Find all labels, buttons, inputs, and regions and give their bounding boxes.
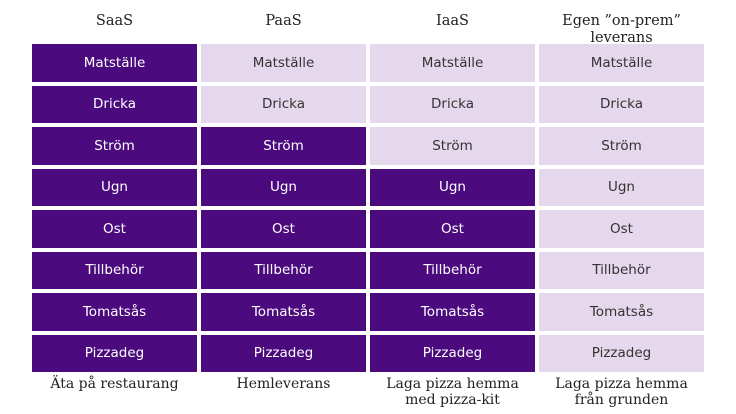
grid-cell: Matställe (539, 44, 704, 82)
grid-cell: Ost (32, 210, 197, 248)
grid-cell: Tillbehör (201, 251, 366, 289)
column-header-iaas: IaaS (436, 13, 469, 29)
grid-cell: Dricka (539, 85, 704, 123)
grid-cell: Tomatsås (32, 293, 197, 331)
grid-cell: Ugn (32, 168, 197, 206)
grid-cell: Ugn (539, 168, 704, 206)
footer-line: Hemleverans (236, 376, 331, 392)
footer-line: Laga pizza hemma (555, 376, 688, 392)
column-footer-on-prem: Laga pizza hemma från grunden (539, 376, 704, 412)
column-footers: Äta på restaurang Hemleverans Laga pizza… (32, 376, 704, 412)
footer-line: med pizza-kit (405, 392, 500, 408)
grid-cell: Tillbehör (370, 251, 535, 289)
grid-cell: Ström (32, 127, 197, 165)
grid-cell: Ström (201, 127, 366, 165)
column-footer-saas: Äta på restaurang (32, 376, 197, 412)
column-footer-iaas: Laga pizza hemma med pizza-kit (370, 376, 535, 412)
grid-cell: Pizzadeg (201, 334, 366, 372)
grid-cell: Dricka (370, 85, 535, 123)
pizza-as-a-service-diagram: SaaS PaaS IaaS Egen ”on-prem” leverans M… (32, 0, 704, 414)
footer-line: Äta på restaurang (50, 376, 179, 392)
grid-cell: Dricka (32, 85, 197, 123)
grid-cell: Tillbehör (32, 251, 197, 289)
grid-cell: Ost (201, 210, 366, 248)
column-header-paas: PaaS (265, 13, 302, 29)
grid-cell: Ström (370, 127, 535, 165)
grid-cell: Pizzadeg (32, 334, 197, 372)
grid-cell: Pizzadeg (539, 334, 704, 372)
grid-cell: Ost (370, 210, 535, 248)
grid-cell: Matställe (201, 44, 366, 82)
footer-line: Laga pizza hemma (386, 376, 519, 392)
column-headers: SaaS PaaS IaaS Egen ”on-prem” leverans (32, 13, 704, 46)
grid-cell: Tomatsås (370, 293, 535, 331)
grid-cell: Ost (539, 210, 704, 248)
grid-cell: Matställe (32, 44, 197, 82)
grid-cell: Ugn (370, 168, 535, 206)
grid-cell: Tillbehör (539, 251, 704, 289)
column-footer-paas: Hemleverans (201, 376, 366, 412)
grid-cell: Tomatsås (539, 293, 704, 331)
grid-cell: Tomatsås (201, 293, 366, 331)
grid-cell: Dricka (201, 85, 366, 123)
grid-cell: Pizzadeg (370, 334, 535, 372)
grid-cell: Ström (539, 127, 704, 165)
grid-cell: Matställe (370, 44, 535, 82)
footer-line: från grunden (574, 392, 669, 408)
column-header-saas: SaaS (95, 13, 134, 29)
grid-cell: Ugn (201, 168, 366, 206)
column-header-on-prem: Egen ”on-prem” leverans (562, 13, 681, 46)
